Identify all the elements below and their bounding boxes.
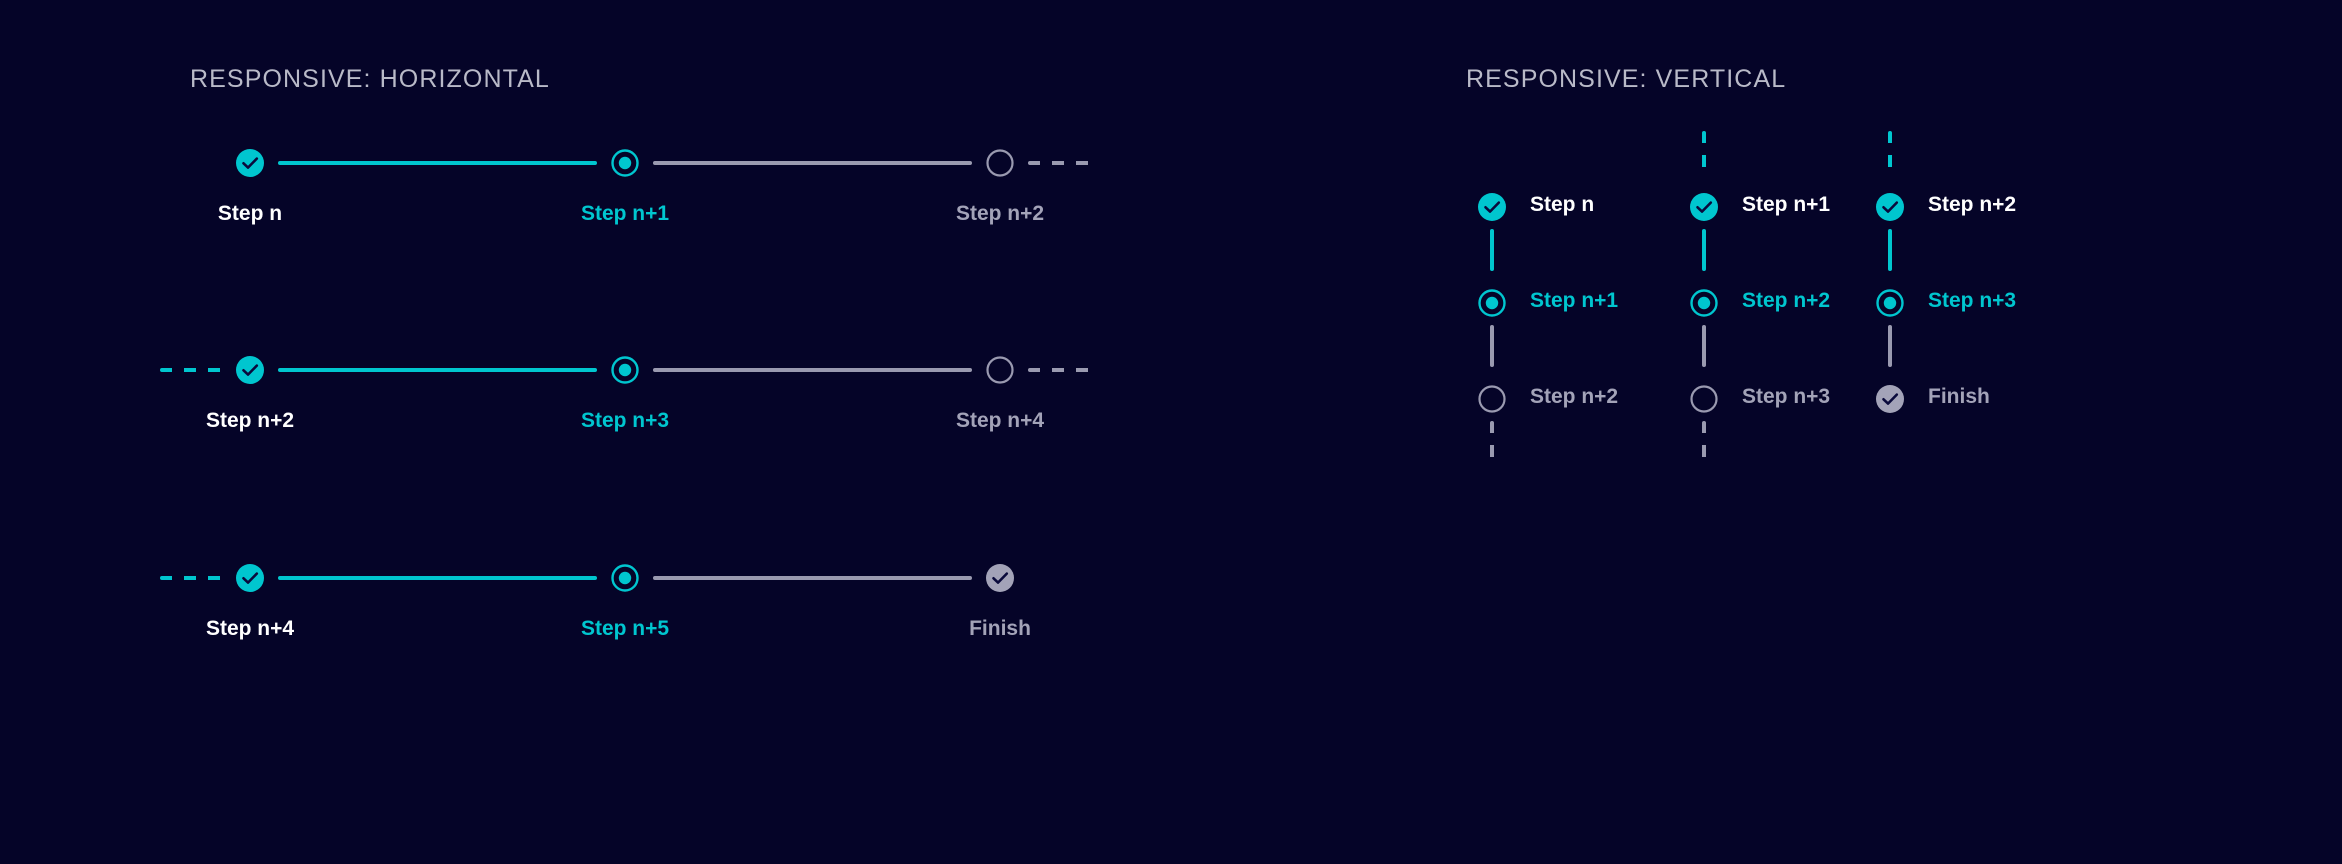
vertical-section-heading: RESPONSIVE: VERTICAL bbox=[1466, 65, 1787, 93]
step-label[interactable]: Finish bbox=[969, 617, 1031, 640]
stepper-connector bbox=[653, 576, 972, 580]
stepper-connector bbox=[278, 576, 597, 580]
radio-dot-icon[interactable] bbox=[1474, 285, 1510, 321]
horizontal-stepper-row: Step n+2 Step n+3 Step n+4 bbox=[160, 347, 1190, 467]
stepper-connector-trail bbox=[1702, 421, 1706, 465]
stepper-connector bbox=[278, 368, 597, 372]
check-circle-filled-icon[interactable] bbox=[232, 560, 268, 596]
stepper-connector bbox=[1888, 325, 1892, 367]
stepper-track bbox=[160, 555, 1190, 601]
stepper-track bbox=[160, 140, 1190, 186]
step-label[interactable]: Finish bbox=[1928, 385, 1990, 408]
stepper-connector-lead bbox=[1888, 131, 1892, 175]
stepper-labels: Step n+4 Step n+5 Finish bbox=[160, 617, 1190, 657]
step-label[interactable]: Step n+3 bbox=[1742, 385, 1831, 408]
stepper-connector bbox=[1702, 229, 1706, 271]
empty-circle-icon[interactable] bbox=[1686, 381, 1722, 417]
horizontal-stepper-row: Step n+4 Step n+5 Finish bbox=[160, 555, 1190, 675]
stepper-connector-trail bbox=[1028, 161, 1090, 165]
horizontal-section-heading: RESPONSIVE: HORIZONTAL bbox=[190, 65, 550, 93]
stepper-connector-lead bbox=[160, 368, 222, 372]
horizontal-stepper-row: Step n Step n+1 Step n+2 bbox=[160, 140, 1190, 260]
step-label[interactable]: Step n+1 bbox=[1742, 193, 1831, 216]
stepper-connector bbox=[1490, 325, 1494, 367]
vertical-step-item[interactable]: Step n+1 bbox=[1686, 175, 1986, 271]
step-label[interactable]: Step n+2 bbox=[955, 202, 1045, 225]
step-label[interactable]: Step n+2 bbox=[205, 409, 295, 432]
stepper-connector bbox=[653, 161, 972, 165]
empty-circle-icon[interactable] bbox=[982, 145, 1018, 181]
stepper-labels: Step n Step n+1 Step n+2 bbox=[160, 202, 1190, 242]
step-label[interactable]: Step n+2 bbox=[1742, 289, 1831, 312]
check-circle-filled-icon[interactable] bbox=[1474, 189, 1510, 225]
stepper-connector bbox=[1888, 229, 1892, 271]
step-label[interactable]: Step n+2 bbox=[1530, 385, 1619, 408]
stepper-connector bbox=[1490, 229, 1494, 271]
empty-circle-icon[interactable] bbox=[982, 352, 1018, 388]
vertical-step-item[interactable]: Finish bbox=[1872, 367, 2172, 463]
empty-circle-icon[interactable] bbox=[1474, 381, 1510, 417]
vertical-step-item[interactable]: Step n bbox=[1474, 175, 1774, 271]
radio-dot-icon[interactable] bbox=[607, 352, 643, 388]
check-circle-gray-icon[interactable] bbox=[982, 560, 1018, 596]
check-circle-filled-icon[interactable] bbox=[1872, 189, 1908, 225]
step-label[interactable]: Step n+4 bbox=[955, 409, 1045, 432]
step-label[interactable]: Step n+2 bbox=[1928, 193, 2017, 216]
step-label[interactable]: Step n+3 bbox=[1928, 289, 2017, 312]
vertical-step-item[interactable]: Step n+2 bbox=[1474, 367, 1774, 463]
vertical-step-item[interactable]: Step n+3 bbox=[1872, 271, 2172, 367]
step-label[interactable]: Step n+1 bbox=[1530, 289, 1619, 312]
stepper-connector-lead bbox=[1702, 131, 1706, 175]
stepper-connector bbox=[653, 368, 972, 372]
stepper-track bbox=[160, 347, 1190, 393]
check-circle-filled-icon[interactable] bbox=[1686, 189, 1722, 225]
stepper-connector bbox=[278, 161, 597, 165]
stepper-labels: Step n+2 Step n+3 Step n+4 bbox=[160, 409, 1190, 449]
stepper-connector bbox=[1702, 325, 1706, 367]
step-label[interactable]: Step n bbox=[217, 202, 283, 225]
stepper-connector-trail bbox=[1490, 421, 1494, 465]
step-label[interactable]: Step n+3 bbox=[580, 409, 670, 432]
radio-dot-icon[interactable] bbox=[607, 145, 643, 181]
step-label[interactable]: Step n+1 bbox=[580, 202, 670, 225]
stepper-connector-trail bbox=[1028, 368, 1090, 372]
vertical-step-item[interactable]: Step n+2 bbox=[1686, 271, 1986, 367]
check-circle-filled-icon[interactable] bbox=[232, 145, 268, 181]
vertical-step-item[interactable]: Step n+3 bbox=[1686, 367, 1986, 463]
step-label[interactable]: Step n+4 bbox=[205, 617, 295, 640]
vertical-step-item[interactable]: Step n+2 bbox=[1872, 175, 2172, 271]
step-label[interactable]: Step n+5 bbox=[580, 617, 670, 640]
check-circle-filled-icon[interactable] bbox=[232, 352, 268, 388]
stepper-connector-lead bbox=[160, 576, 222, 580]
radio-dot-icon[interactable] bbox=[1872, 285, 1908, 321]
vertical-step-item[interactable]: Step n+1 bbox=[1474, 271, 1774, 367]
radio-dot-icon[interactable] bbox=[607, 560, 643, 596]
step-label[interactable]: Step n bbox=[1530, 193, 1595, 216]
check-circle-gray-icon[interactable] bbox=[1872, 381, 1908, 417]
radio-dot-icon[interactable] bbox=[1686, 285, 1722, 321]
